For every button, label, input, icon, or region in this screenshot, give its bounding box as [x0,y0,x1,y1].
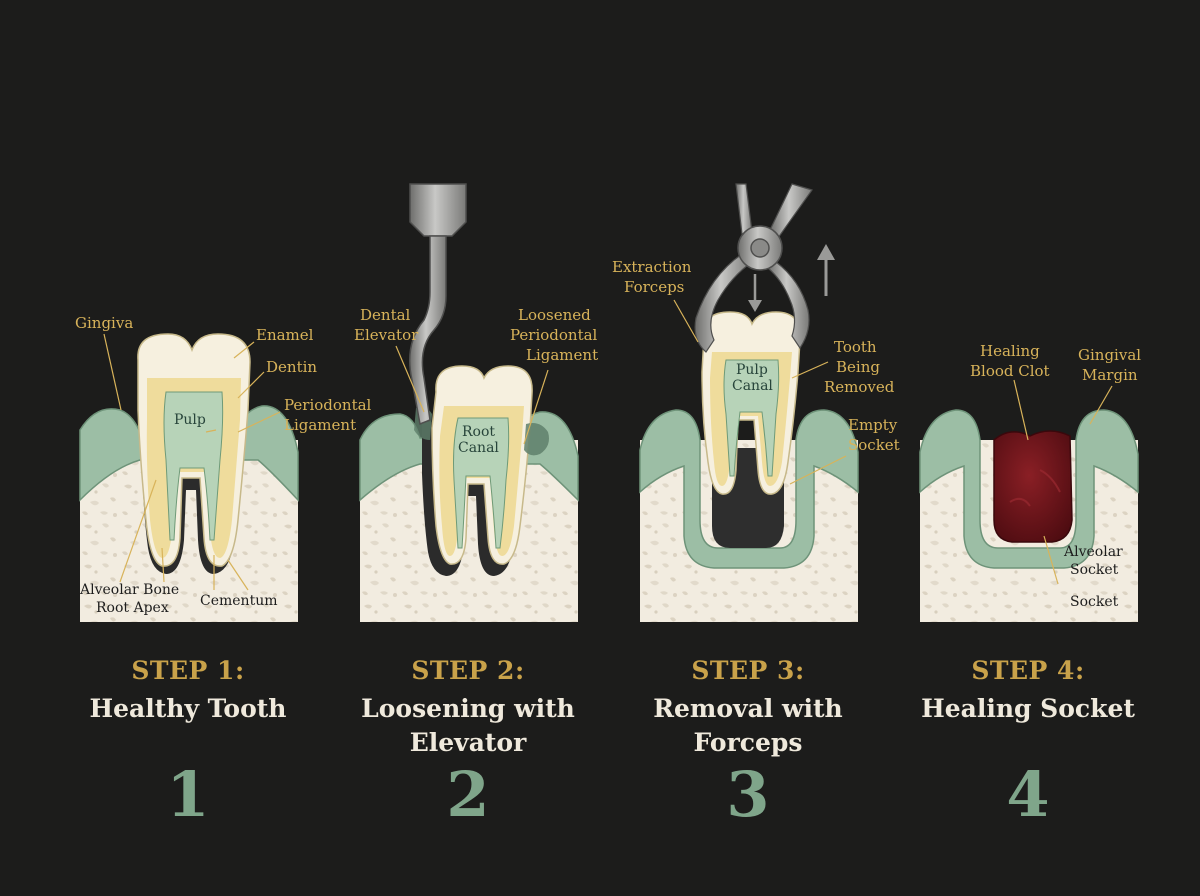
forceps-beak-left [694,253,754,353]
label-loosened-ligament: Ligament [526,346,598,364]
label-canal-3: Canal [732,378,773,394]
tooth-pulp-canal-3 [723,359,780,477]
forceps-hinge-pin [750,238,770,258]
label-gingival: Gingival [1078,346,1141,364]
label-dentin: Dentin [266,358,317,376]
step-3-number: 3 [726,758,770,831]
label-alveolar: Alveolar [1063,544,1123,560]
label-extraction: Extraction [612,258,692,276]
step-4-label: STEP 4: [971,656,1085,685]
label-socket: Socket [848,436,900,454]
tooth-root-canal-2 [453,417,510,549]
tooth-pulp [163,391,224,541]
label-tooth: Tooth [834,338,877,356]
downward-arrow-icon [748,274,762,312]
panel-4-illustration [919,379,1139,622]
label-blood-clot: Blood Clot [970,362,1050,380]
label-socket-4: Socket [1070,594,1119,610]
label-being: Being [836,358,880,376]
label-periodontal-1: Periodontal [284,396,372,414]
forceps-handle-left [735,183,753,235]
step-3-title-line-2: Forceps [693,728,803,757]
panel-1-illustration [79,333,299,622]
elevator-handle [409,183,467,237]
label-root: Root [462,424,495,440]
step-4-title: Healing Socket [921,694,1135,723]
step-2-number: 2 [446,758,490,831]
label-pulp-3: Pulp [736,362,768,378]
step-2-title-line-1: Loosening with [361,694,575,723]
panel-1-labels: Gingiva Enamel Dentin Pulp Periodontal L… [75,314,372,616]
label-alveolar-socket: Socket [1070,562,1119,578]
panel-3-illustration [639,183,859,622]
gingiva-shape-4 [919,409,1139,569]
label-alveolar-bone: Alveolar Bone [79,582,179,598]
label-loosened: Loosened [518,306,591,324]
label-periodontal-2: Ligament [284,416,356,434]
label-loosened-periodontal: Periodontal [510,326,598,344]
label-canal: Canal [458,440,499,456]
upward-arrow-icon [817,244,835,296]
loosened-ligament-tissue [524,423,549,456]
step-2-label: STEP 2: [411,656,525,685]
label-root-apex: Root Apex [96,600,169,616]
step-1-label: STEP 1: [131,656,245,685]
step-3-label: STEP 3: [691,656,805,685]
step-3-title-line-1: Removal with [653,694,843,723]
panel-2-labels: Dental Elevator Loosened Periodontal Lig… [354,306,598,456]
label-elevator: Elevator [354,326,419,344]
panel-4-labels: Healing Blood Clot Gingival Margin Alveo… [970,342,1141,610]
panel-2-illustration [359,183,579,622]
gingiva-shape-3 [639,409,859,569]
blood-clot-shape [993,430,1073,543]
panel-3-labels: Extraction Forceps Tooth Being Removed E… [612,258,900,454]
forceps-beak-right [767,261,810,350]
step-2-title-line-2: Elevator [409,728,527,757]
step-1-title: Healthy Tooth [89,694,287,723]
forceps-handle-right [769,183,813,239]
label-margin: Margin [1082,366,1138,384]
label-enamel: Enamel [256,326,314,344]
label-cementum: Cementum [200,593,278,609]
step-4-number: 4 [1006,758,1050,831]
label-empty: Empty [848,416,898,434]
label-pulp: Pulp [174,412,206,428]
label-gingiva: Gingiva [75,314,133,332]
label-removed: Removed [824,378,895,396]
elevator-shaft [409,235,447,426]
label-dental: Dental [360,306,411,324]
step-1-number: 1 [166,758,210,831]
label-healing: Healing [980,342,1040,360]
label-forceps: Forceps [624,278,684,296]
